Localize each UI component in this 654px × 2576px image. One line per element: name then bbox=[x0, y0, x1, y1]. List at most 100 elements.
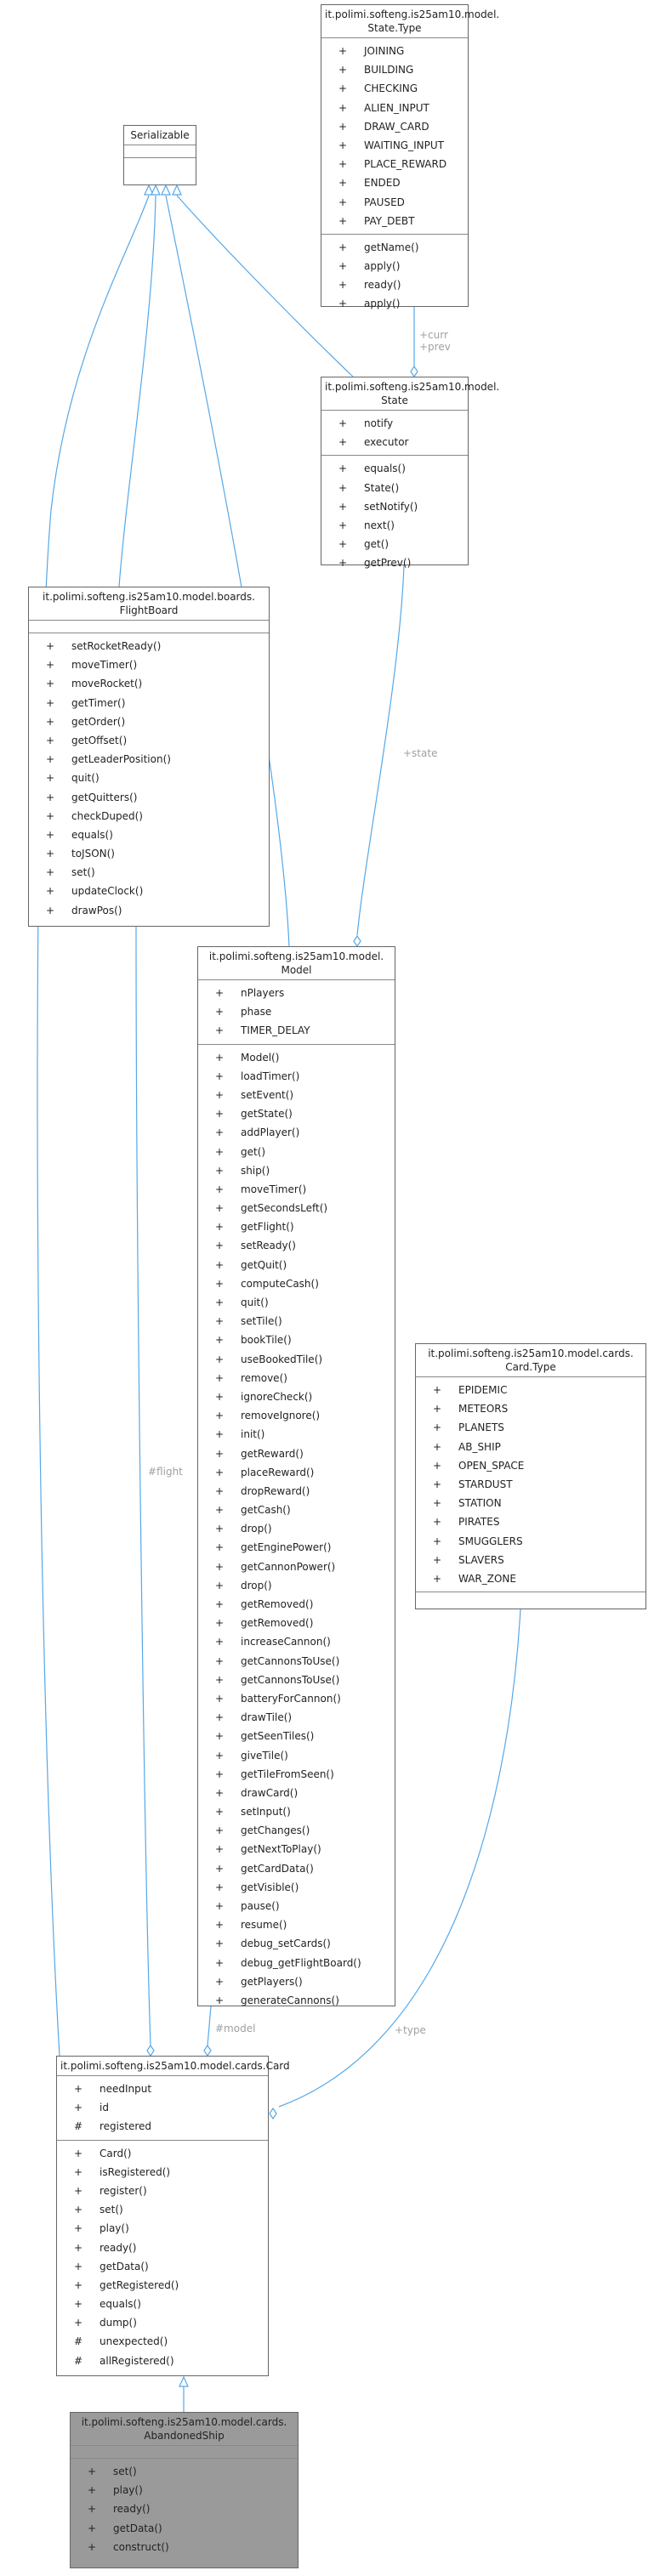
attribute-name: METEORS bbox=[458, 1403, 509, 1416]
method-row: +getTileFromSeen() bbox=[198, 1765, 395, 1784]
attribute-name: JOINING bbox=[364, 45, 405, 57]
attribute-row: +BUILDING bbox=[321, 60, 468, 79]
method-row: +increaseCannon() bbox=[198, 1632, 395, 1651]
attribute-section: +notify+executor bbox=[321, 411, 468, 457]
method-row: +generateCannons() bbox=[198, 1991, 395, 2010]
class-state[interactable]: it.polimi.softeng.is25am10.model.State+n… bbox=[321, 377, 499, 569]
attribute-row: + AB_SHIP bbox=[416, 1438, 645, 1456]
visibility-marker: + bbox=[214, 987, 225, 999]
method-row: +ship() bbox=[198, 1161, 395, 1180]
attribute-name: ALIEN_INPUT bbox=[364, 101, 429, 114]
visibility-marker: + bbox=[432, 1440, 442, 1453]
method-row: +getEnginePower() bbox=[198, 1538, 395, 1557]
attribute-row: +JOINING bbox=[321, 42, 468, 60]
method-section: +Card()+isRegistered()+register()+set()+… bbox=[57, 2141, 268, 2374]
method-name: useBookedTile() bbox=[241, 1353, 323, 1365]
class-title-line: AbandonedShip bbox=[144, 2430, 225, 2442]
attribute-name: PLANETS bbox=[458, 1421, 504, 1434]
method-name: Card() bbox=[100, 2147, 132, 2159]
class-model[interactable]: it.polimi.softeng.is25am10.model.Model+n… bbox=[197, 946, 395, 2006]
class-title: it.polimi.softeng.is25am10.model.boards.… bbox=[29, 587, 269, 621]
attribute-name: AB_SHIP bbox=[458, 1440, 501, 1453]
arrowhead-serializable-2 bbox=[151, 184, 161, 196]
method-row: +toJSON() bbox=[29, 844, 269, 863]
attribute-name: EPIDEMIC bbox=[458, 1384, 508, 1396]
method-name: set() bbox=[100, 2204, 123, 2216]
visibility-marker: + bbox=[214, 1240, 225, 1252]
method-row: #unexpected() bbox=[57, 2332, 268, 2351]
visibility-marker: + bbox=[214, 1523, 225, 1535]
method-name: getSecondsLeft() bbox=[241, 1202, 328, 1215]
visibility-marker: + bbox=[214, 1334, 225, 1347]
class-title: it.polimi.softeng.is25am10.model.cards.A… bbox=[71, 2413, 298, 2446]
visibility-marker: + bbox=[214, 1221, 225, 1234]
method-row: +getCannonsToUse() bbox=[198, 1671, 395, 1689]
attribute-row: +CHECKING bbox=[321, 79, 468, 98]
method-name: generateCannons() bbox=[241, 1994, 339, 2006]
label-state: +state bbox=[403, 747, 437, 759]
attribute-row: +notify bbox=[321, 414, 468, 433]
method-row: +ready() bbox=[71, 2499, 298, 2518]
attribute-row: +WAITING_INPUT bbox=[321, 136, 468, 155]
method-row: +getQuitters() bbox=[29, 788, 269, 807]
method-row: +drawCard() bbox=[198, 1784, 395, 1802]
attribute-row: +SMUGGLERS bbox=[416, 1532, 645, 1551]
class-serializable[interactable]: Serializable bbox=[123, 125, 196, 185]
attribute-row: +ALIEN_INPUT bbox=[321, 99, 468, 117]
arrowhead-serializable-1 bbox=[144, 184, 154, 196]
method-row: +dropReward() bbox=[198, 1482, 395, 1501]
attribute-row: +PIRATES bbox=[416, 1512, 645, 1531]
method-row: +setEvent() bbox=[198, 1086, 395, 1104]
class-title: it.polimi.softeng.is25am10.model. Model bbox=[198, 947, 395, 980]
class-card[interactable]: it.polimi.softeng.is25am10.model.cards.C… bbox=[56, 2056, 290, 2376]
class-abandoned-ship[interactable]: it.polimi.softeng.is25am10.model.cards.A… bbox=[70, 2412, 299, 2568]
class-title-line: Model bbox=[281, 964, 312, 976]
method-row: +getChanges() bbox=[198, 1821, 395, 1840]
method-name: setNotify() bbox=[364, 500, 418, 513]
class-card-type[interactable]: it.polimi.softeng.is25am10.model.cards.C… bbox=[415, 1343, 646, 1609]
attribute-name: PAY_DEBT bbox=[364, 214, 415, 227]
class-title-line: it.polimi.softeng.is25am10.model. bbox=[208, 950, 384, 962]
method-name: getEnginePower() bbox=[241, 1541, 332, 1554]
attribute-name: WAR_ZONE bbox=[458, 1572, 516, 1585]
visibility-marker: + bbox=[338, 519, 348, 531]
method-name: computeCash() bbox=[241, 1277, 319, 1290]
method-row: +getOffset() bbox=[29, 731, 269, 750]
visibility-marker: + bbox=[338, 82, 348, 95]
attribute-section: +JOINING+BUILDING+CHECKING+ALIEN_INPUT+D… bbox=[321, 38, 468, 235]
attribute-section bbox=[71, 2446, 298, 2459]
method-row: +getRemoved() bbox=[198, 1595, 395, 1614]
method-name: loadTimer() bbox=[241, 1070, 300, 1082]
method-name: setTile() bbox=[241, 1315, 282, 1328]
method-row: +getCash() bbox=[198, 1501, 395, 1519]
method-name: drop() bbox=[241, 1579, 272, 1592]
method-name: batteryForCannon() bbox=[241, 1692, 341, 1705]
method-row: + play() bbox=[57, 2219, 268, 2238]
class-state-type[interactable]: it.polimi.softeng.is25am10.model.State.T… bbox=[321, 4, 499, 309]
visibility-marker: + bbox=[214, 1806, 225, 1819]
visibility-marker: + bbox=[214, 1617, 225, 1630]
method-row: +placeReward() bbox=[198, 1463, 395, 1482]
method-name: getVisible() bbox=[241, 1881, 299, 1893]
class-title: it.polimi.softeng.is25am10.model.cards.C… bbox=[416, 1344, 645, 1377]
method-row: +ready() bbox=[57, 2238, 268, 2257]
method-row: +bookTile() bbox=[198, 1331, 395, 1349]
attribute-row: +TIMER_DELAY bbox=[198, 1021, 395, 1040]
visibility-marker: + bbox=[214, 1108, 225, 1121]
visibility-marker: + bbox=[45, 696, 55, 709]
method-row: +debug_setCards() bbox=[198, 1934, 395, 1953]
class-flightboard[interactable]: it.polimi.softeng.is25am10.model.boards.… bbox=[28, 587, 270, 927]
method-row: +init() bbox=[198, 1425, 395, 1444]
attribute-row: +SLAVERS bbox=[416, 1551, 645, 1569]
visibility-marker: + bbox=[73, 2222, 83, 2235]
visibility-marker: + bbox=[432, 1403, 442, 1416]
visibility-marker: + bbox=[214, 1202, 225, 1215]
method-name: play() bbox=[100, 2222, 129, 2235]
visibility-marker: + bbox=[338, 500, 348, 513]
visibility-marker: + bbox=[45, 885, 55, 898]
method-name: get() bbox=[364, 538, 390, 551]
method-name: init() bbox=[241, 1428, 265, 1441]
method-name: getCardData() bbox=[241, 1862, 314, 1875]
method-name: unexpected() bbox=[100, 2335, 168, 2348]
attribute-name: WAITING_INPUT bbox=[364, 139, 444, 151]
